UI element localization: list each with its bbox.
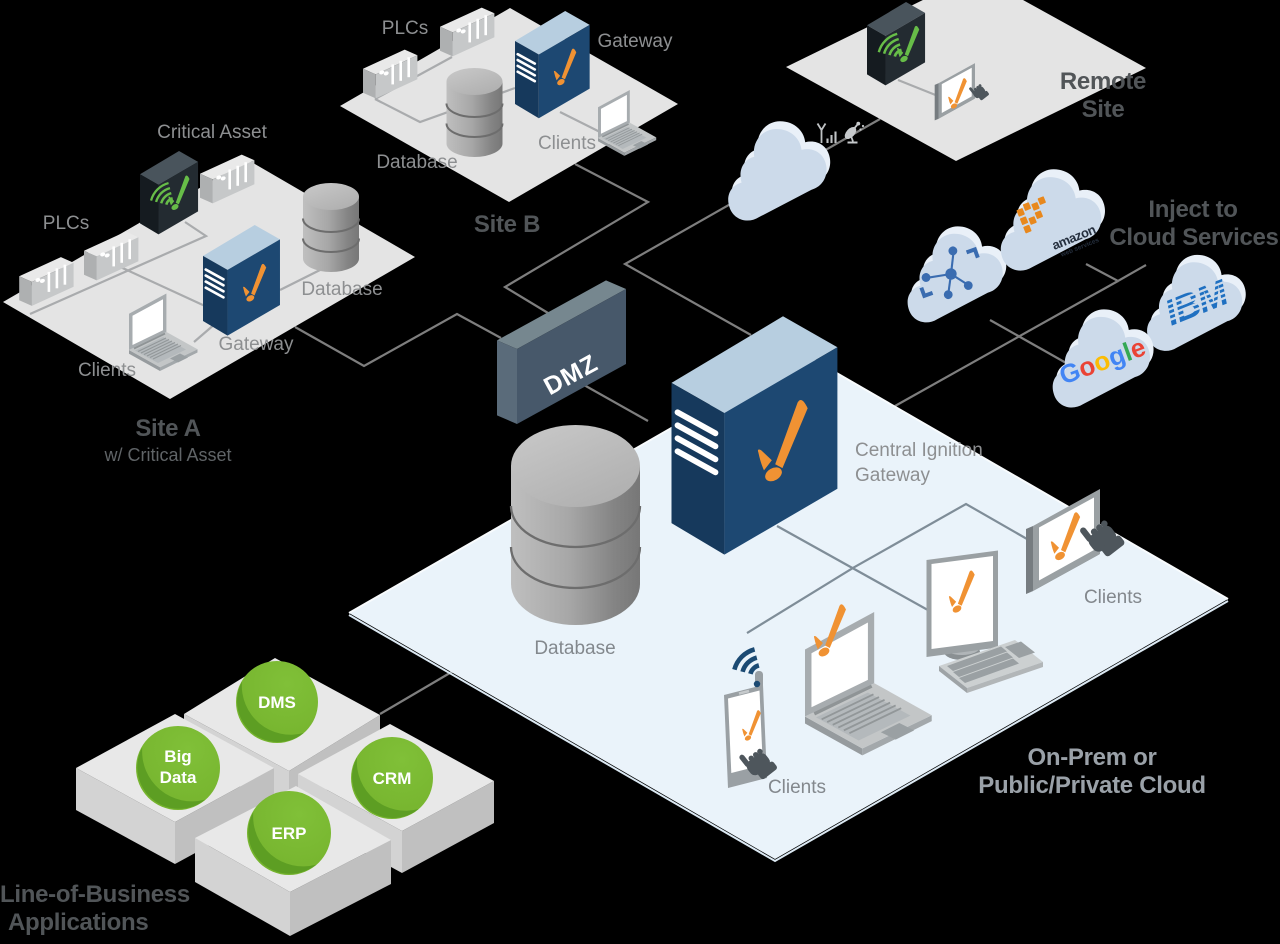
svg-text:Clients: Clients bbox=[538, 133, 596, 154]
svg-text:Site A: Site A bbox=[135, 415, 200, 442]
svg-text:On-Prem or: On-Prem or bbox=[1027, 744, 1156, 771]
svg-text:PLCs: PLCs bbox=[43, 213, 89, 234]
svg-text:Inject to: Inject to bbox=[1148, 196, 1237, 223]
svg-text:Site B: Site B bbox=[474, 211, 540, 238]
svg-text:Site: Site bbox=[1082, 96, 1125, 123]
svg-text:Gateway: Gateway bbox=[598, 31, 673, 52]
svg-text:Database: Database bbox=[534, 638, 615, 659]
svg-text:DMS: DMS bbox=[258, 693, 296, 712]
svg-text:ERP: ERP bbox=[272, 824, 307, 843]
svg-text:Remote: Remote bbox=[1060, 68, 1146, 95]
svg-text:Gateway: Gateway bbox=[855, 465, 930, 486]
svg-text:CRM: CRM bbox=[373, 769, 412, 788]
svg-text:Line-of-Business: Line-of-Business bbox=[0, 881, 190, 908]
svg-text:Public/Private Cloud: Public/Private Cloud bbox=[978, 772, 1205, 799]
svg-text:Clients: Clients bbox=[768, 777, 826, 798]
svg-text:Big: Big bbox=[164, 747, 191, 766]
svg-text:Critical Asset: Critical Asset bbox=[157, 122, 268, 143]
svg-text:Data: Data bbox=[160, 768, 197, 787]
svg-text:PLCs: PLCs bbox=[382, 18, 428, 39]
svg-text:Gateway: Gateway bbox=[219, 334, 294, 355]
svg-text:Cloud Services: Cloud Services bbox=[1109, 224, 1278, 251]
svg-text:Database: Database bbox=[376, 152, 457, 173]
svg-text:Clients: Clients bbox=[1084, 587, 1142, 608]
svg-text:Central Ignition: Central Ignition bbox=[855, 440, 983, 461]
svg-text:Database: Database bbox=[301, 279, 382, 300]
svg-text:Applications: Applications bbox=[8, 909, 148, 936]
svg-text:Clients: Clients bbox=[78, 360, 136, 381]
svg-text:w/ Critical Asset: w/ Critical Asset bbox=[103, 445, 231, 465]
